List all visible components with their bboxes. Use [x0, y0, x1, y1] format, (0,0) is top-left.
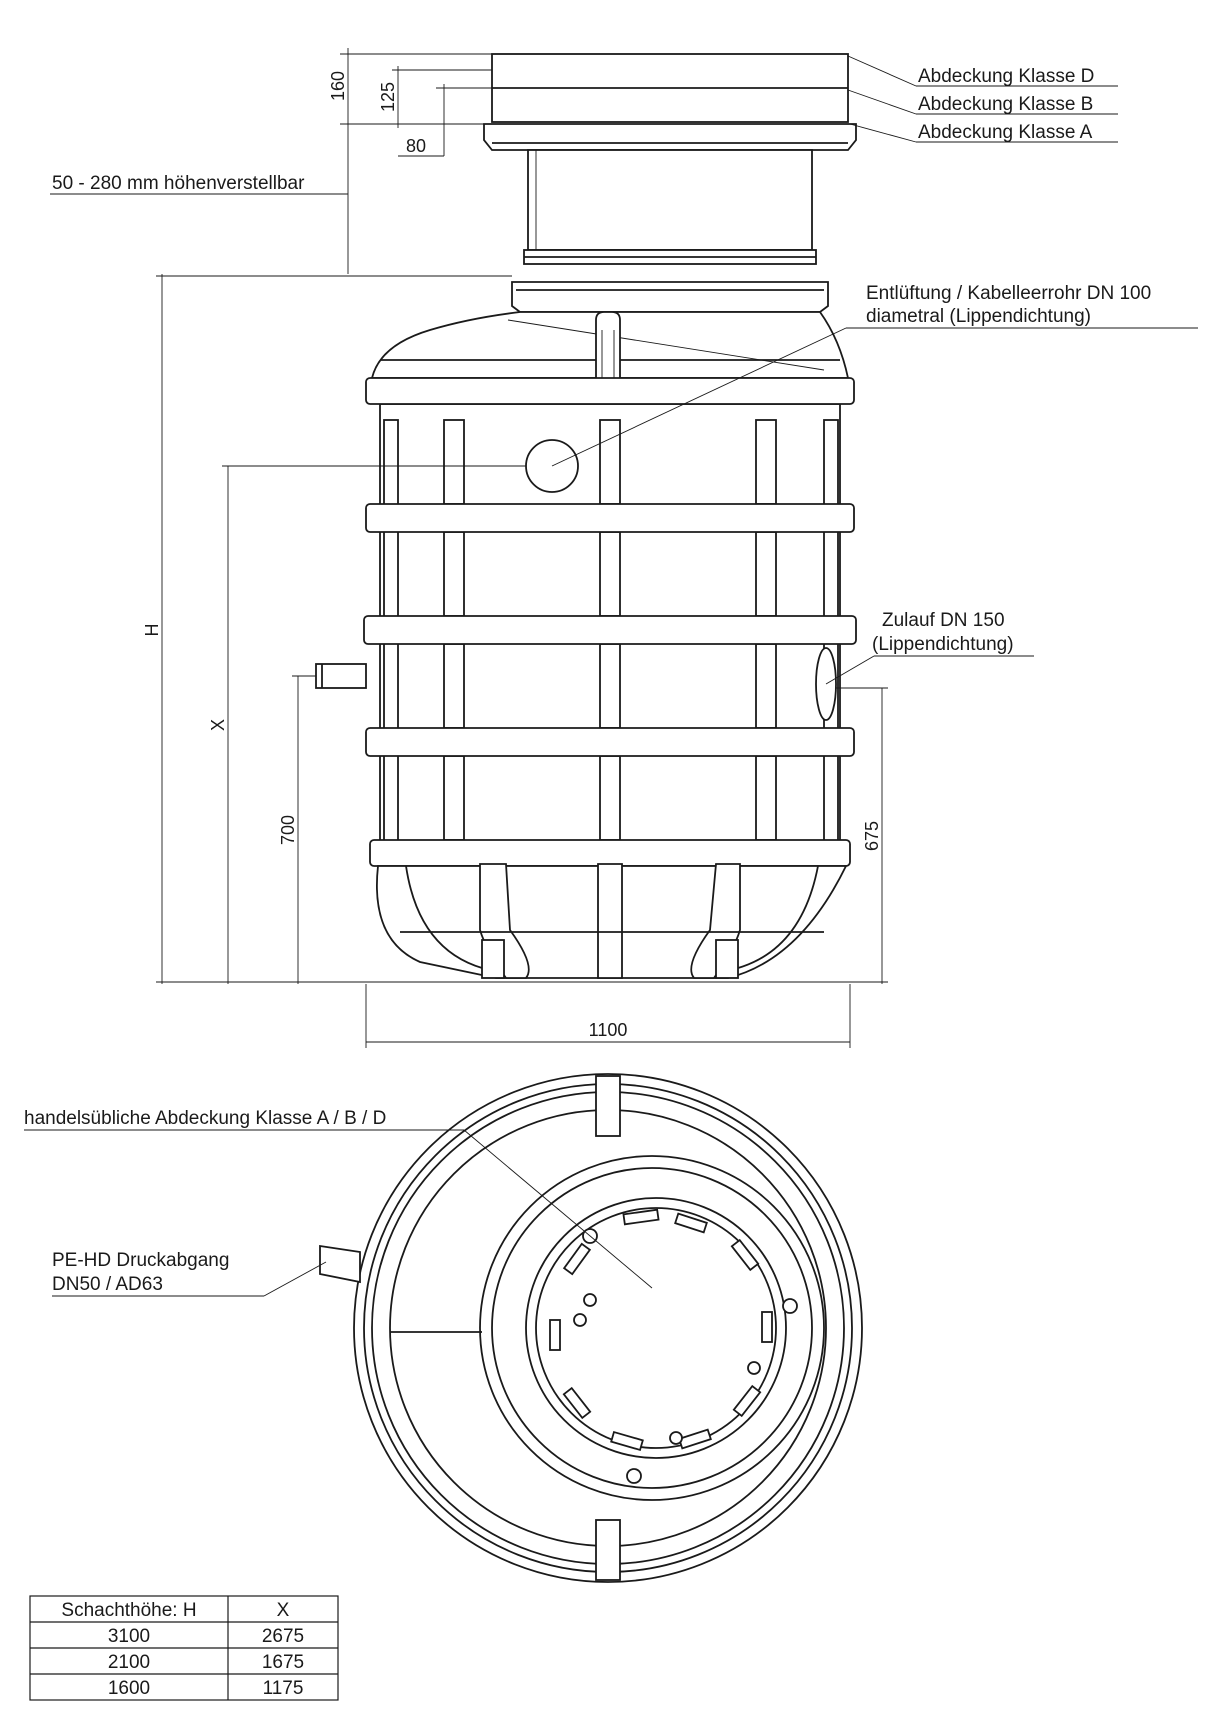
table-cell: 2100	[108, 1652, 150, 1673]
label-cover-class-b: Abdeckung Klasse B	[918, 94, 1093, 115]
dim-1100: 1100	[589, 1020, 628, 1040]
label-inlet-line1: Zulauf DN 150	[882, 610, 1005, 631]
top-view: handelsübliche Abdeckung Klasse A / B / …	[24, 1073, 863, 1583]
horizontal-bands	[363, 377, 857, 867]
table-header-x: X	[277, 1600, 290, 1621]
label-outlet-line2: DN50 / AD63	[52, 1274, 163, 1295]
top-view-rib-bottom	[595, 1519, 621, 1581]
cover-segment-marks	[549, 1208, 798, 1484]
dim-160: 160	[328, 71, 348, 101]
top-view-rib-top	[595, 1075, 621, 1137]
dimension-table: Schachthöhe: H X 3100 2675 2100 1675 160…	[29, 1595, 339, 1701]
label-cover-class-d: Abdeckung Klasse D	[918, 66, 1094, 87]
table-header-h: Schachthöhe: H	[61, 1600, 196, 1621]
top-view-outlet-stub	[319, 1244, 361, 1284]
riser-pipe	[527, 149, 813, 251]
dim-125: 125	[378, 82, 398, 112]
table-cell: 1175	[263, 1678, 304, 1699]
sump-rib-center	[597, 863, 623, 979]
table-cell: 1600	[108, 1678, 150, 1699]
table-cell: 3100	[108, 1626, 150, 1647]
dim-h: H	[142, 624, 162, 637]
label-height-adjustable: 50 - 280 mm höhenverstellbar	[52, 173, 305, 194]
cover-inner	[525, 1197, 787, 1459]
dim-700: 700	[278, 815, 298, 845]
table-cell: 2675	[262, 1626, 304, 1647]
cover-class-a-flange	[483, 123, 857, 151]
pressure-outlet-stub	[315, 663, 367, 689]
label-vent-line1: Entlüftung / Kabelleerrohr DN 100	[866, 283, 1151, 304]
dim-675: 675	[862, 821, 882, 851]
label-commercial-cover: handelsübliche Abdeckung Klasse A / B / …	[24, 1108, 386, 1129]
label-inlet-line2: (Lippendichtung)	[872, 634, 1014, 655]
shaft-neck	[511, 281, 829, 313]
dim-x: X	[208, 719, 228, 731]
dim-80: 80	[406, 136, 426, 156]
side-view: 160 125 80 50 - 280 mm höhenverstellbar …	[50, 48, 1198, 1048]
table-cell: 1675	[262, 1652, 304, 1673]
label-outlet-line1: PE-HD Druckabgang	[52, 1250, 229, 1271]
label-vent-line2: diametral (Lippendichtung)	[866, 306, 1091, 327]
label-cover-class-a: Abdeckung Klasse A	[918, 122, 1093, 143]
